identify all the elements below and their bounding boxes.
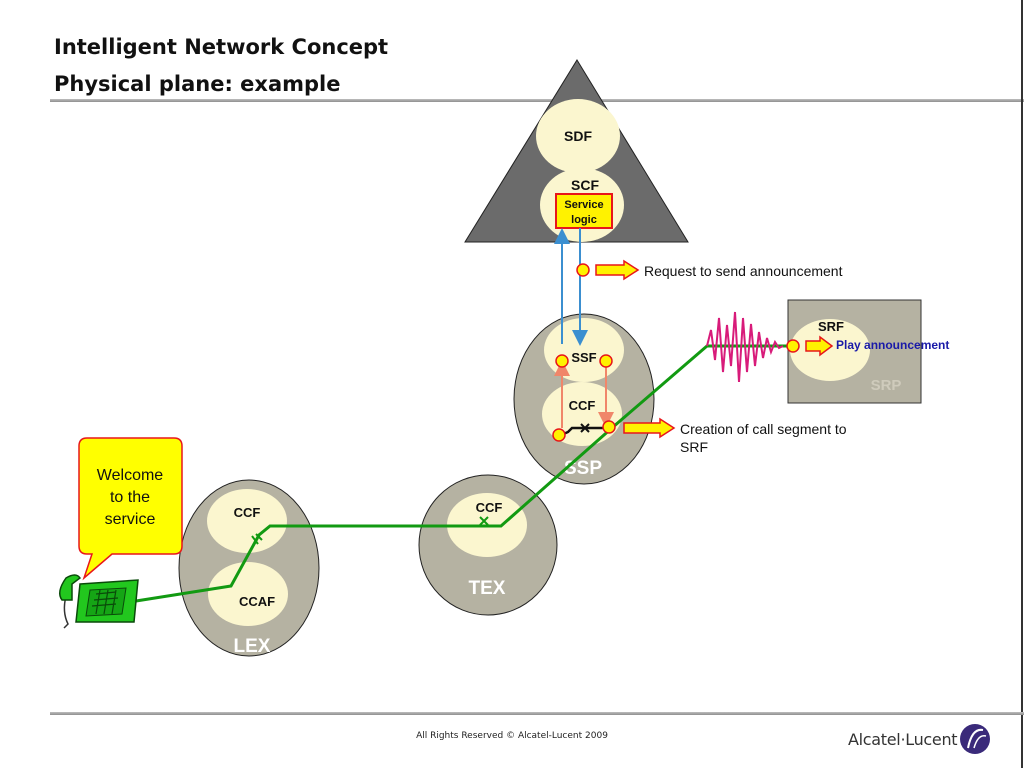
- sdf-ellipse: [536, 99, 620, 173]
- sdf-label: SDF: [564, 128, 592, 144]
- footer-copyright: All Rights Reserved © Alcatel-Lucent 200…: [416, 731, 608, 741]
- ssf-point-right: [599, 354, 613, 368]
- page-title: Intelligent Network Concept: [54, 35, 389, 59]
- ssp-label: SSP: [564, 458, 602, 479]
- srp-label: SRP: [871, 377, 902, 394]
- lex-ccf-label: CCF: [234, 505, 261, 520]
- creation-arrow-icon: [623, 417, 676, 439]
- ccf-point-right: [602, 420, 616, 434]
- alcatel-lucent-logo-icon: [960, 724, 990, 754]
- creation-label-line2: SRF: [680, 439, 708, 455]
- service-logic-line2: logic: [571, 214, 597, 226]
- scf-signal-point: [576, 263, 590, 277]
- lex-tick-mark: [251, 533, 263, 545]
- scf-label: SCF: [571, 177, 599, 193]
- header-divider: [50, 99, 1024, 102]
- ssp-cross-mark: [580, 423, 590, 433]
- service-logic-line1: Service: [564, 199, 603, 211]
- footer-divider: [50, 712, 1024, 715]
- ccaf-label: CCAF: [239, 594, 275, 609]
- tex-ccf-label: CCF: [476, 500, 503, 515]
- page-subtitle: Physical plane: example: [54, 72, 341, 96]
- telephone-icon: [59, 574, 139, 629]
- footer-brand: Alcatel·Lucent: [848, 730, 958, 749]
- creation-label-line1: Creation of call segment to: [680, 421, 847, 437]
- announcement-waveform-icon: [706, 311, 784, 383]
- service-logic-box: [555, 193, 613, 229]
- ssp-ccf-label: CCF: [569, 398, 596, 413]
- callout-line1: Welcome: [97, 467, 163, 484]
- ccaf-ellipse: [208, 562, 288, 626]
- ccf-point-left: [552, 428, 566, 442]
- play-announcement-label: Play announcement: [836, 338, 949, 352]
- request-arrow-icon: [595, 259, 640, 281]
- lex-ccf-ellipse: [207, 489, 287, 553]
- srf-ellipse: [790, 319, 870, 381]
- callout-line3: service: [105, 511, 156, 528]
- lex-label: LEX: [234, 636, 271, 657]
- ssf-point-left: [555, 354, 569, 368]
- srf-point: [786, 339, 800, 353]
- tex-label: TEX: [469, 578, 506, 599]
- tex-cross-mark: [479, 516, 489, 526]
- slide-edge: [1021, 0, 1023, 768]
- request-announcement-label: Request to send announcement: [644, 263, 843, 279]
- ssf-label: SSF: [571, 350, 596, 365]
- welcome-callout: [78, 437, 183, 581]
- srf-label: SRF: [818, 319, 844, 334]
- play-arrow-icon: [805, 335, 834, 357]
- callout-line2: to the: [110, 489, 150, 506]
- call-path: [135, 344, 792, 603]
